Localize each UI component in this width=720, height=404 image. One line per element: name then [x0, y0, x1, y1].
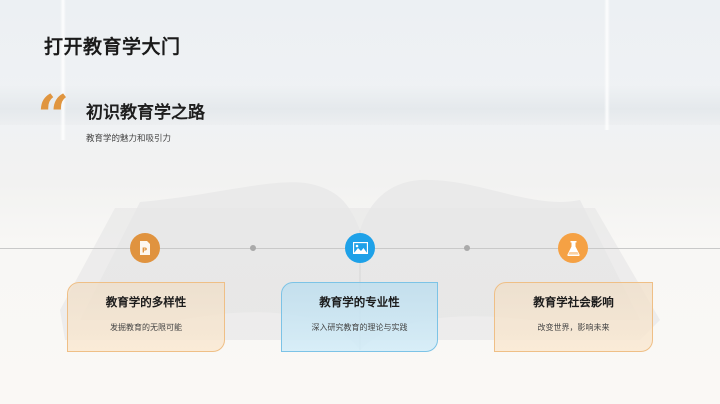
card-title: 教育学社会影响: [533, 295, 614, 309]
timeline-node-2: [345, 233, 375, 263]
timeline-card-1: 教育学的多样性 发掘教育的无限可能: [67, 282, 225, 352]
page-title: 打开教育学大门: [44, 36, 181, 58]
section-caption: 教育学的魅力和吸引力: [86, 134, 172, 144]
left-double-quote-icon: “: [37, 83, 70, 149]
ppt-file-icon: P: [140, 241, 150, 255]
timeline-node-1: P: [130, 233, 160, 263]
card-description: 深入研究教育的理论与实践: [311, 323, 408, 332]
card-title: 教育学的专业性: [319, 295, 400, 309]
image-icon: [352, 242, 368, 254]
background-pillar: [60, 0, 66, 140]
background-skyline: [0, 85, 720, 125]
section-heading: 初识教育学之路: [86, 103, 205, 123]
timeline-node-3: [558, 233, 588, 263]
flask-icon: [566, 240, 580, 256]
background-pillar: [604, 0, 610, 130]
card-description: 改变世界，影响未来: [537, 323, 610, 332]
card-title: 教育学的多样性: [105, 295, 187, 309]
svg-text:P: P: [142, 247, 147, 255]
timeline-dot: [464, 245, 470, 251]
card-description: 发掘教育的无限可能: [110, 323, 182, 332]
timeline-card-3: 教育学社会影响 改变世界，影响未来: [494, 282, 653, 352]
timeline-card-2: 教育学的专业性 深入研究教育的理论与实践: [281, 282, 438, 352]
timeline-dot: [250, 245, 256, 251]
